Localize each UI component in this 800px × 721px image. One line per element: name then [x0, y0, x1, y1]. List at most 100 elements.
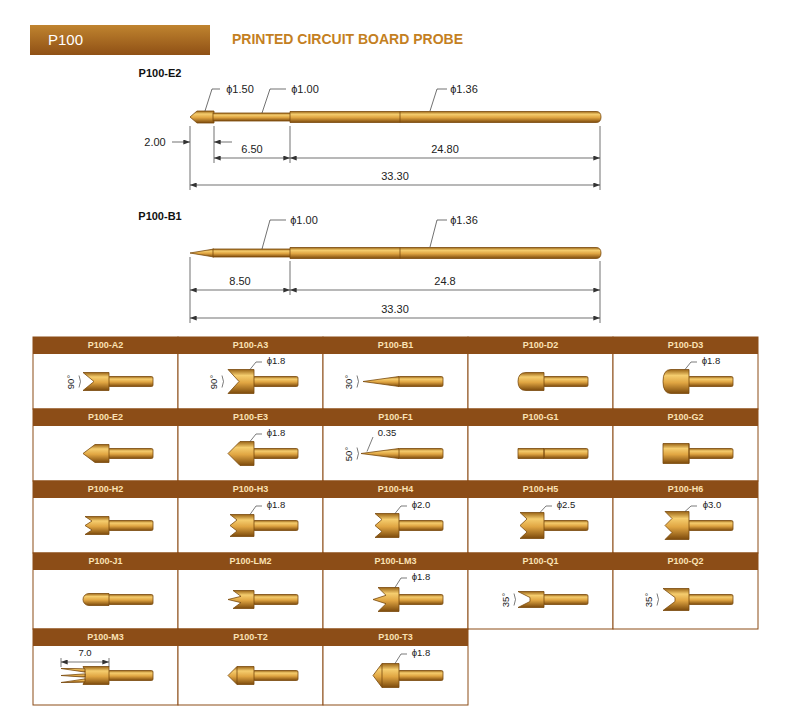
dimension-label: 2.00 — [144, 137, 165, 148]
dimension-line — [214, 158, 290, 159]
probe-tip-drawing — [228, 442, 298, 466]
table-cell — [33, 337, 178, 409]
probe-tip-drawing — [230, 515, 298, 537]
probe-plunger — [543, 449, 588, 459]
part-name-band: P100-H4 — [323, 481, 468, 498]
part-name: P100-E3 — [233, 412, 268, 422]
step-line — [689, 444, 690, 464]
probe-e2-drawing — [190, 111, 601, 123]
probe-tip-drawing — [361, 449, 443, 459]
probe-tip-drawing — [520, 513, 588, 539]
dimension-label: 30° — [344, 374, 354, 388]
part-name: P100-E2 — [88, 412, 123, 422]
extension-line — [61, 658, 62, 667]
part-name: P100-Q2 — [667, 556, 703, 566]
probe-tip-table — [33, 337, 758, 705]
probe-head — [520, 513, 544, 539]
part-name: P100-H2 — [88, 484, 124, 494]
dimension-line — [290, 290, 600, 291]
probe-tip-drawing — [373, 664, 443, 688]
probe-plunger — [688, 521, 733, 531]
part-name-band: P100-H3 — [178, 481, 323, 498]
probe-plunger — [253, 595, 298, 605]
probe-head — [61, 669, 85, 673]
table-cell — [178, 629, 323, 705]
probe-plunger — [543, 377, 588, 387]
probe-tip-drawing — [663, 370, 733, 394]
probe-plunger — [688, 595, 733, 605]
extension-line — [600, 261, 601, 323]
dimension-line — [290, 158, 600, 159]
part-name-band: P100-M3 — [33, 629, 178, 646]
step-line — [544, 449, 545, 459]
part-name: P100-F1 — [378, 412, 413, 422]
dimension-label: 6.50 — [241, 144, 262, 155]
probe-tip-drawing — [373, 588, 443, 612]
probe-tip-drawing — [663, 589, 733, 611]
part-name-band: P100-A2 — [33, 337, 178, 354]
dimension-label: ϕ1.00 — [290, 215, 318, 226]
table-cell — [33, 409, 178, 481]
probe-plunger — [688, 449, 733, 459]
part-name: P100-H5 — [523, 484, 559, 494]
series-header: P100 — [30, 25, 210, 55]
probe-head — [373, 588, 399, 612]
part-name-band: P100-E2 — [33, 409, 178, 426]
dimension-label: 24.80 — [431, 144, 459, 155]
probe-head — [61, 679, 85, 683]
probe-plunger — [398, 595, 443, 605]
part-name: P100-B1 — [138, 211, 181, 222]
part-name: P100-M3 — [87, 632, 124, 642]
probe-plunger — [253, 521, 298, 531]
leader-line — [395, 578, 407, 588]
cell-leaders — [61, 362, 697, 667]
table-cell — [33, 553, 178, 629]
leader-line — [685, 506, 697, 512]
probe-barrel — [290, 248, 601, 259]
probe-head — [373, 664, 399, 688]
part-name: P100-H4 — [378, 484, 414, 494]
probe-plunger — [398, 521, 443, 531]
part-name-band: P100-LM3 — [323, 553, 468, 570]
probe-plunger — [543, 595, 588, 605]
dimension-line — [61, 662, 109, 663]
part-name: P100-H3 — [233, 484, 269, 494]
table-cell — [178, 409, 323, 481]
dimension-label: ϕ1.8 — [267, 356, 286, 366]
title-text: PRINTED CIRCUIT BOARD PROBE — [232, 31, 463, 47]
part-name: P100-H6 — [668, 484, 704, 494]
part-name: P100-E2 — [139, 68, 182, 79]
table-cell — [178, 481, 323, 553]
dimension-label: 35° — [644, 592, 654, 606]
probe-tip-drawing — [83, 373, 153, 391]
probe-plunger — [543, 521, 588, 531]
probe-head — [85, 517, 109, 535]
leader-line — [250, 434, 262, 442]
probe-head — [665, 512, 689, 540]
b1-dimensions — [190, 220, 600, 323]
part-name-band: P100-T2 — [178, 629, 323, 646]
probe-plunger — [213, 113, 292, 121]
dimension-label: 0.35 — [378, 428, 397, 438]
probe-head — [228, 370, 254, 394]
table-cell — [613, 409, 758, 481]
table-cell — [323, 409, 468, 481]
probe-head — [190, 111, 214, 123]
probe-head — [518, 449, 544, 459]
part-name-band: P100-F1 — [323, 409, 468, 426]
probe-head — [228, 667, 254, 685]
dimension-label: ϕ1.50 — [226, 84, 254, 95]
probe-tip-drawing — [61, 667, 153, 685]
probe-tip-drawing — [518, 449, 588, 459]
leader-line — [250, 362, 262, 370]
part-name: P100-T2 — [233, 632, 268, 642]
table-cell — [613, 553, 758, 629]
angle-arc — [514, 594, 516, 606]
part-name: P100-G1 — [522, 412, 558, 422]
extension-line — [290, 126, 291, 163]
extension-line — [190, 126, 191, 190]
dimension-label: 8.50 — [229, 276, 250, 287]
table-cell — [178, 553, 323, 629]
dimension-line — [190, 318, 600, 319]
